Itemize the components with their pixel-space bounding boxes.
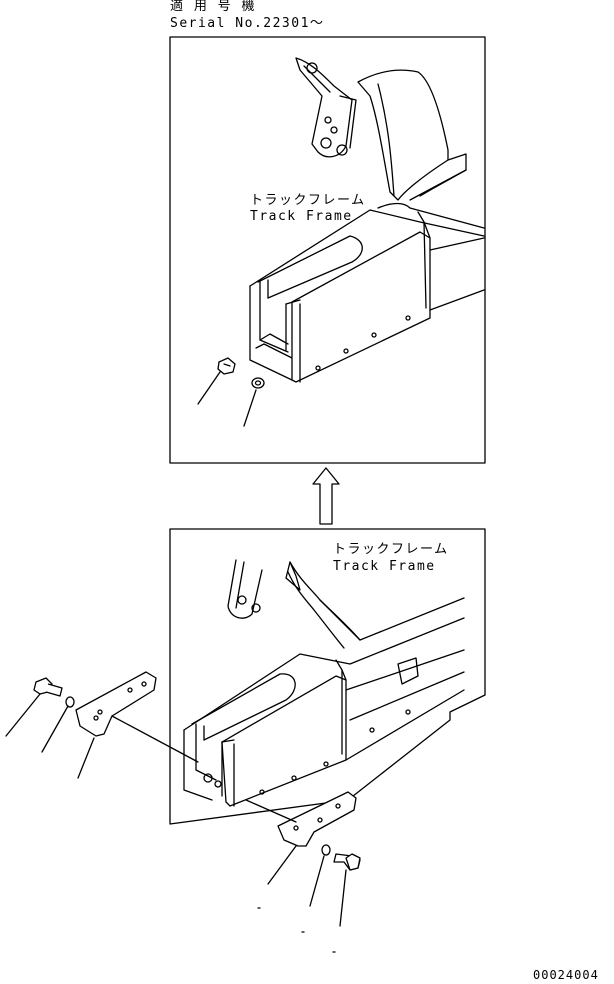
top-callout-line-1 [197,371,221,405]
left-washer [65,696,75,708]
bottom-track-frame-label-en: Track Frame [333,559,436,574]
bottom-track-frame-label-ja: トラックフレーム [333,542,449,557]
drawing-number: 00024004 [533,968,599,982]
left-bolt [33,677,63,697]
serial-number-label: Serial No.22301～ [170,16,325,31]
right-callout-line-3 [339,869,347,927]
left-callout-line-2 [41,705,69,753]
left-callout-line-1 [5,693,41,737]
right-callout-line-2 [309,855,325,907]
top-panel-frame [169,36,486,464]
top-track-frame-label-ja: トラックフレーム [250,193,366,208]
bottom-panel-frame [169,528,486,825]
top-nut [217,357,236,375]
top-callout-line-2 [243,389,257,427]
left-callout-line-3 [77,737,95,779]
right-bolt [333,853,361,871]
left-bracket-guide-line [111,715,199,763]
left-mounting-bracket [75,671,157,737]
top-track-frame-label-en: Track Frame [250,209,353,224]
top-linkage-arm [295,57,357,158]
right-mounting-bracket [277,791,357,847]
applicability-label: 適 用 号 機 [170,0,256,14]
bottom-linkage-arm [227,559,465,649]
top-cover-plate [357,69,467,201]
top-washer [251,377,265,389]
bottom-track-frame [183,617,465,807]
right-bracket-guide-line [245,799,297,823]
upgrade-arrow [312,467,340,525]
top-track-frame [249,202,485,383]
right-washer [321,844,331,856]
right-callout-line-1 [267,845,297,885]
